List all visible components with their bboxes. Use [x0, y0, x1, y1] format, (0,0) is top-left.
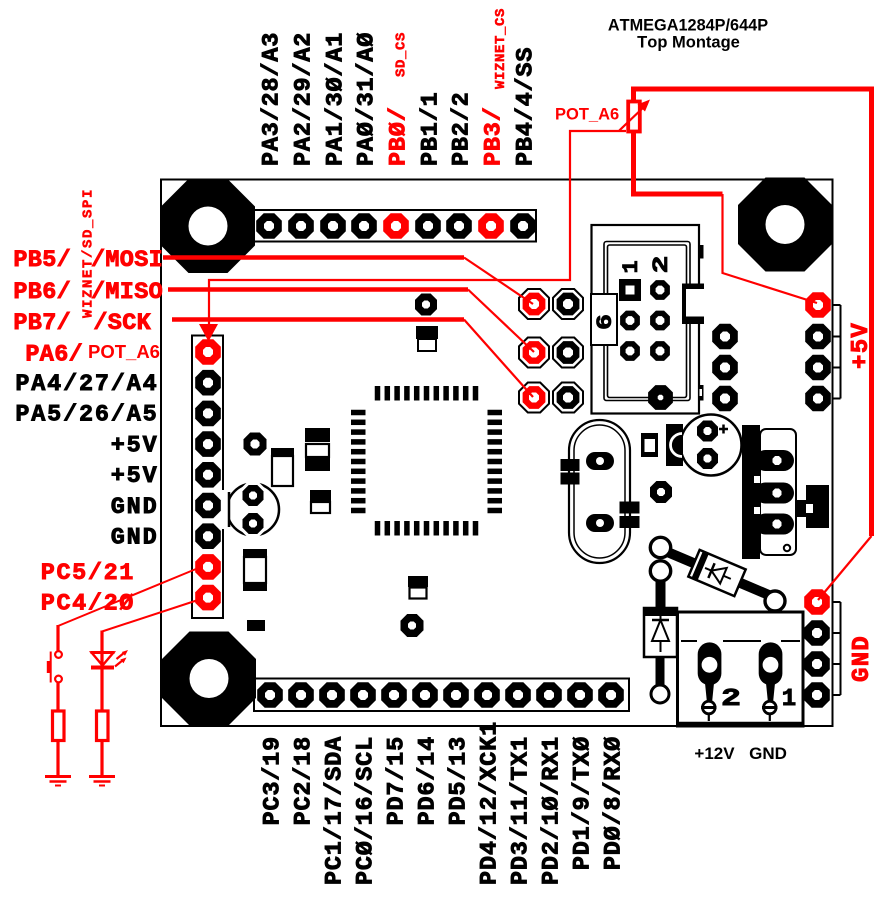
svg-text:PD5/13: PD5/13	[445, 736, 472, 825]
svg-text:+5V: +5V	[111, 463, 159, 490]
svg-text:PD4/12/XCK1: PD4/12/XCK1	[476, 721, 503, 885]
svg-text:PB2/2: PB2/2	[449, 91, 476, 166]
svg-text:WIZNET/SD_SPI: WIZNET/SD_SPI	[81, 188, 97, 318]
svg-text:PB6/: PB6/	[13, 279, 71, 306]
svg-text:2: 2	[649, 256, 674, 274]
svg-text:GND: GND	[849, 635, 876, 682]
svg-text:PA5/26/A5: PA5/26/A5	[15, 402, 158, 429]
svg-text:PB7/: PB7/	[13, 310, 71, 337]
svg-text:6: 6	[593, 314, 618, 330]
svg-text:PA4/27/A4: PA4/27/A4	[15, 371, 158, 398]
svg-text:POT_A6: POT_A6	[88, 341, 160, 362]
svg-text:PC2/18: PC2/18	[290, 736, 317, 825]
svg-text:PA3/28/A3: PA3/28/A3	[259, 32, 286, 166]
svg-text:POT_A6: POT_A6	[555, 106, 619, 124]
svg-text:PCØ/16/SCL: PCØ/16/SCL	[352, 736, 379, 885]
svg-text:2: 2	[721, 686, 741, 713]
svg-text:GND: GND	[111, 525, 159, 552]
svg-text:+12V: +12V	[694, 744, 735, 763]
svg-text:PB5/: PB5/	[13, 247, 71, 274]
svg-text:1: 1	[619, 260, 644, 273]
svg-text:PC5/21: PC5/21	[41, 560, 135, 587]
svg-text:WIZNET_CS: WIZNET_CS	[493, 8, 509, 89]
svg-text:PBØ/: PBØ/	[386, 106, 413, 166]
svg-text:+5V: +5V	[111, 432, 159, 459]
svg-text:PA6/: PA6/	[25, 342, 83, 369]
svg-text:PB4/4/SS: PB4/4/SS	[513, 47, 540, 166]
svg-text:PDØ/8/RXØ: PDØ/8/RXØ	[600, 736, 627, 870]
svg-text:PC3/19: PC3/19	[259, 736, 286, 825]
svg-text:1: 1	[782, 686, 796, 713]
svg-text:PD6/14: PD6/14	[414, 736, 441, 825]
svg-text:/SCK: /SCK	[93, 310, 151, 337]
svg-text:ATMEGA1284P/644P: ATMEGA1284P/644P	[608, 16, 768, 34]
svg-text:PD3/11/TX1: PD3/11/TX1	[507, 736, 534, 885]
svg-text:PAØ/31/AØ: PAØ/31/AØ	[354, 32, 381, 166]
svg-text:PA2/29/A2: PA2/29/A2	[291, 32, 318, 166]
svg-text:PC1/17/SDA: PC1/17/SDA	[321, 736, 348, 885]
svg-text:GND: GND	[749, 744, 787, 763]
svg-text:PD1/9/TXØ: PD1/9/TXØ	[569, 736, 596, 870]
svg-text:PB1/1: PB1/1	[418, 91, 445, 166]
svg-text:/MOSI: /MOSI	[91, 247, 163, 274]
svg-text:SD_CS: SD_CS	[394, 32, 410, 77]
svg-text:PD7/15: PD7/15	[383, 736, 410, 825]
svg-text:GND: GND	[111, 494, 159, 521]
svg-text:/MISO: /MISO	[91, 279, 163, 306]
svg-text:PD2/1Ø/RX1: PD2/1Ø/RX1	[538, 736, 565, 885]
svg-text:PC4/2Ø: PC4/2Ø	[41, 591, 135, 618]
svg-text:Top Montage: Top Montage	[637, 34, 740, 52]
svg-text:PA1/3Ø/A1: PA1/3Ø/A1	[323, 32, 350, 166]
svg-text:PB3/: PB3/	[481, 106, 508, 166]
